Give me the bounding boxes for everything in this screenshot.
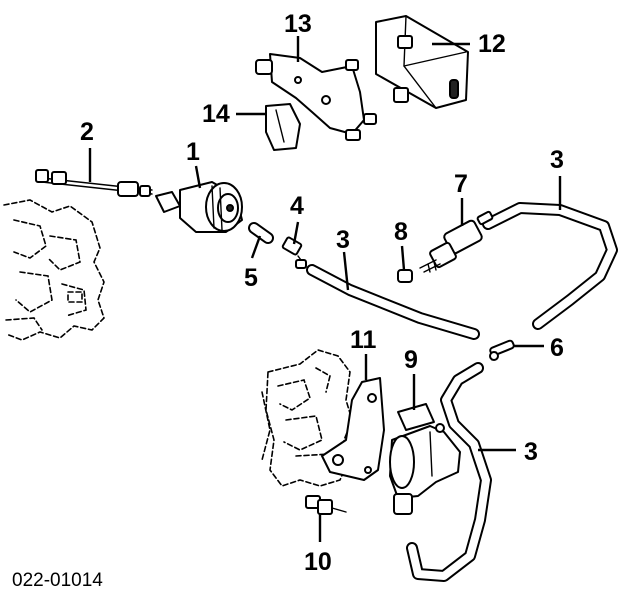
callout-7: 7 <box>454 170 468 198</box>
callout-13: 13 <box>284 10 312 38</box>
engine-outline-left <box>3 199 105 341</box>
part-1-vacuum-actuator <box>155 181 243 233</box>
callout-6: 6 <box>550 334 564 362</box>
callout-11: 11 <box>350 326 377 354</box>
part-13-bracket <box>255 53 377 141</box>
leader-lines <box>88 36 562 542</box>
part-6-connector <box>489 339 515 361</box>
part-2-cable-rod <box>35 169 153 197</box>
callout-3-middle: 3 <box>336 226 350 254</box>
callout-12: 12 <box>478 30 506 58</box>
callout-4: 4 <box>290 192 304 220</box>
part-9-vacuum-valve <box>389 403 461 515</box>
part-14-clip <box>265 103 301 151</box>
document-id: 022-01014 <box>12 570 103 591</box>
callouts: 13 12 14 2 1 4 5 3 3 7 8 6 11 9 3 10 <box>80 10 564 576</box>
part-8-cap <box>397 269 413 283</box>
callout-3-lower-right: 3 <box>524 438 538 466</box>
callout-8: 8 <box>394 218 408 246</box>
callout-10: 10 <box>304 548 332 576</box>
part-12-control-module <box>375 15 469 109</box>
callout-2: 2 <box>80 118 94 146</box>
callout-5: 5 <box>244 264 258 292</box>
callout-3-upper-right: 3 <box>550 146 564 174</box>
part-7-solenoid-valve <box>419 210 494 273</box>
part-11-mounting-bracket <box>321 377 385 481</box>
part-3-hose-upper-right <box>482 202 618 330</box>
callout-1: 1 <box>186 138 200 166</box>
part-4-connector <box>281 236 307 269</box>
part-3-hose-lower-right <box>406 362 492 582</box>
callout-9: 9 <box>404 346 418 374</box>
part-10-fitting <box>305 495 347 515</box>
callout-14: 14 <box>202 100 230 128</box>
part-5-elbow <box>248 222 274 244</box>
part-3-hose-middle <box>306 264 480 340</box>
